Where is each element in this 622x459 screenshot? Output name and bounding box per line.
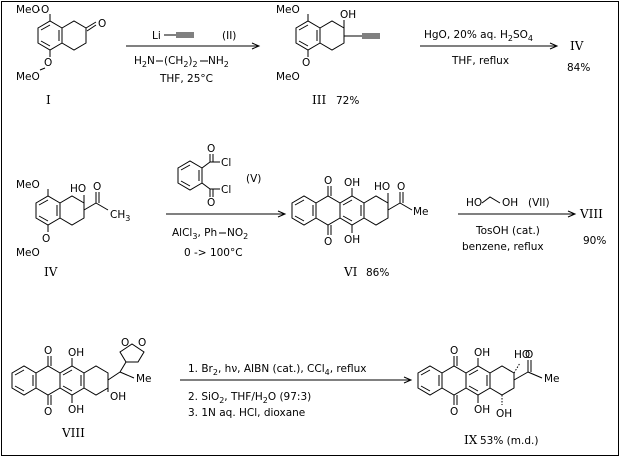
step5: 1. Br2, hν, AIBN (cat.), CCl4, reflux 2.… (180, 363, 413, 419)
atom-oh: OH (340, 9, 356, 21)
atom-ho: HO (70, 183, 86, 195)
reagent-V: (V) (246, 173, 261, 185)
svg-text:HgO, 20% aq. H2SO4: HgO, 20% aq. H2SO4 (424, 29, 533, 43)
svg-text:NH2: NH2 (208, 55, 229, 69)
compound-IV: HO O CH3 MeO O MeO IV (16, 179, 130, 279)
svg-text:H2N: H2N (134, 55, 155, 69)
step2-conditions: THF, reflux (451, 55, 509, 67)
svg-text:O: O (324, 236, 332, 248)
atom-meo-top: MeO (276, 4, 300, 16)
svg-text:Me: Me (136, 373, 152, 385)
svg-text:OH: OH (502, 197, 518, 209)
atom-o: O (98, 18, 106, 30)
svg-text:Cl: Cl (221, 157, 231, 169)
svg-text:O: O (138, 337, 146, 349)
svg-text:OH: OH (474, 404, 490, 416)
yield-IV: 84% (567, 62, 590, 74)
svg-text:OH: OH (474, 347, 490, 359)
svg-text:OH: OH (344, 234, 360, 246)
label-III: III (312, 93, 326, 107)
svg-text:Me: Me (544, 373, 560, 385)
atom-o: O (93, 181, 101, 193)
compound-VIII: O O OH OH OH O O Me VIII (11, 337, 152, 440)
svg-text:O: O (450, 406, 458, 418)
product-IV: IV (570, 39, 584, 53)
yield-IX: 53% (m.d.) (480, 435, 538, 447)
step1: Li (II) H2N (CH2)2 NH2 THF, 25°C (126, 30, 261, 85)
svg-text:OH: OH (68, 347, 84, 359)
reagent-VII: (VII) (528, 197, 550, 209)
step4: HO OH (VII) TosOH (cat.) benzene, reflux… (458, 196, 606, 253)
svg-text:O: O (44, 345, 52, 357)
atom-meo-bottom: MeO (16, 247, 40, 259)
atom-meo-top: MeO (16, 4, 40, 16)
svg-text:O: O (450, 345, 458, 357)
atom-meo-bottom: MeO (276, 71, 300, 83)
svg-text:HO: HO (374, 181, 390, 193)
label-VI: VI (343, 265, 358, 279)
svg-text:O: O (207, 197, 215, 209)
atom-o-bottom: O (42, 233, 50, 245)
yield-VIII: 90% (583, 235, 606, 247)
label-VIII: VIII (61, 426, 85, 440)
atom-o-top: O (41, 4, 49, 16)
svg-text:O: O (207, 143, 215, 155)
svg-text:(CH2)2: (CH2)2 (164, 55, 198, 69)
step3: O Cl O Cl (V) AlCl3, Ph NO2 0 -> 100°C (166, 143, 287, 259)
compound-I: O MeO O O MeO I (16, 4, 106, 107)
svg-text:OH: OH (344, 177, 360, 189)
compound-IX: O O OH OH HO O Me OH IX 53% (m.d.) (417, 345, 560, 447)
step5-conditions-3: 3. 1N aq. HCl, dioxane (188, 407, 305, 419)
product-VIII: VIII (579, 207, 603, 221)
svg-text:O: O (121, 337, 129, 349)
svg-text:NO2: NO2 (227, 227, 248, 241)
svg-text:OH: OH (496, 408, 512, 420)
svg-text:O: O (397, 181, 405, 193)
svg-text:HO: HO (466, 197, 482, 209)
yield-VI: 86% (366, 267, 389, 279)
yield-III: 72% (336, 95, 359, 107)
step4-conditions-2: benzene, reflux (462, 241, 544, 253)
svg-text:Me: Me (413, 206, 429, 218)
svg-text:HO: HO (514, 349, 530, 361)
compound-VI: O O OH OH HO O Me VI 86% (291, 175, 429, 279)
svg-text:O: O (44, 406, 52, 418)
svg-text:AlCl3, Ph: AlCl3, Ph (172, 227, 217, 241)
step1-conditions: THF, 25°C (159, 73, 213, 85)
svg-text:O: O (324, 175, 332, 187)
svg-text:Cl: Cl (221, 184, 231, 196)
svg-text:OH: OH (110, 391, 126, 403)
compound-III: OH MeO O MeO III 72% (276, 4, 380, 107)
svg-text:2. SiO2, THF/H2O (97:3): 2. SiO2, THF/H2O (97:3) (188, 391, 311, 405)
atom-meo-top: MeO (16, 179, 40, 191)
atom-o-bottom: O (302, 57, 310, 69)
reagent-li: Li (152, 30, 161, 42)
label-I: I (46, 93, 51, 107)
reagent-II: (II) (222, 30, 236, 42)
svg-text:OH: OH (68, 404, 84, 416)
step2: HgO, 20% aq. H2SO4 THF, reflux IV 84% (420, 29, 590, 74)
atom-meo-bottom: MeO (16, 71, 40, 83)
label-IX: IX (464, 433, 478, 447)
label-IV: IV (44, 265, 58, 279)
step3-conditions: 0 -> 100°C (184, 247, 243, 259)
atom-o-bottom: O (44, 57, 52, 69)
svg-text:1. Br2, hν, AIBN (cat.), CCl4,: 1. Br2, hν, AIBN (cat.), CCl4, reflux (188, 363, 366, 377)
step4-conditions-1: TosOH (cat.) (475, 225, 540, 237)
svg-text:O: O (525, 349, 533, 361)
svg-text:CH3: CH3 (110, 209, 130, 223)
